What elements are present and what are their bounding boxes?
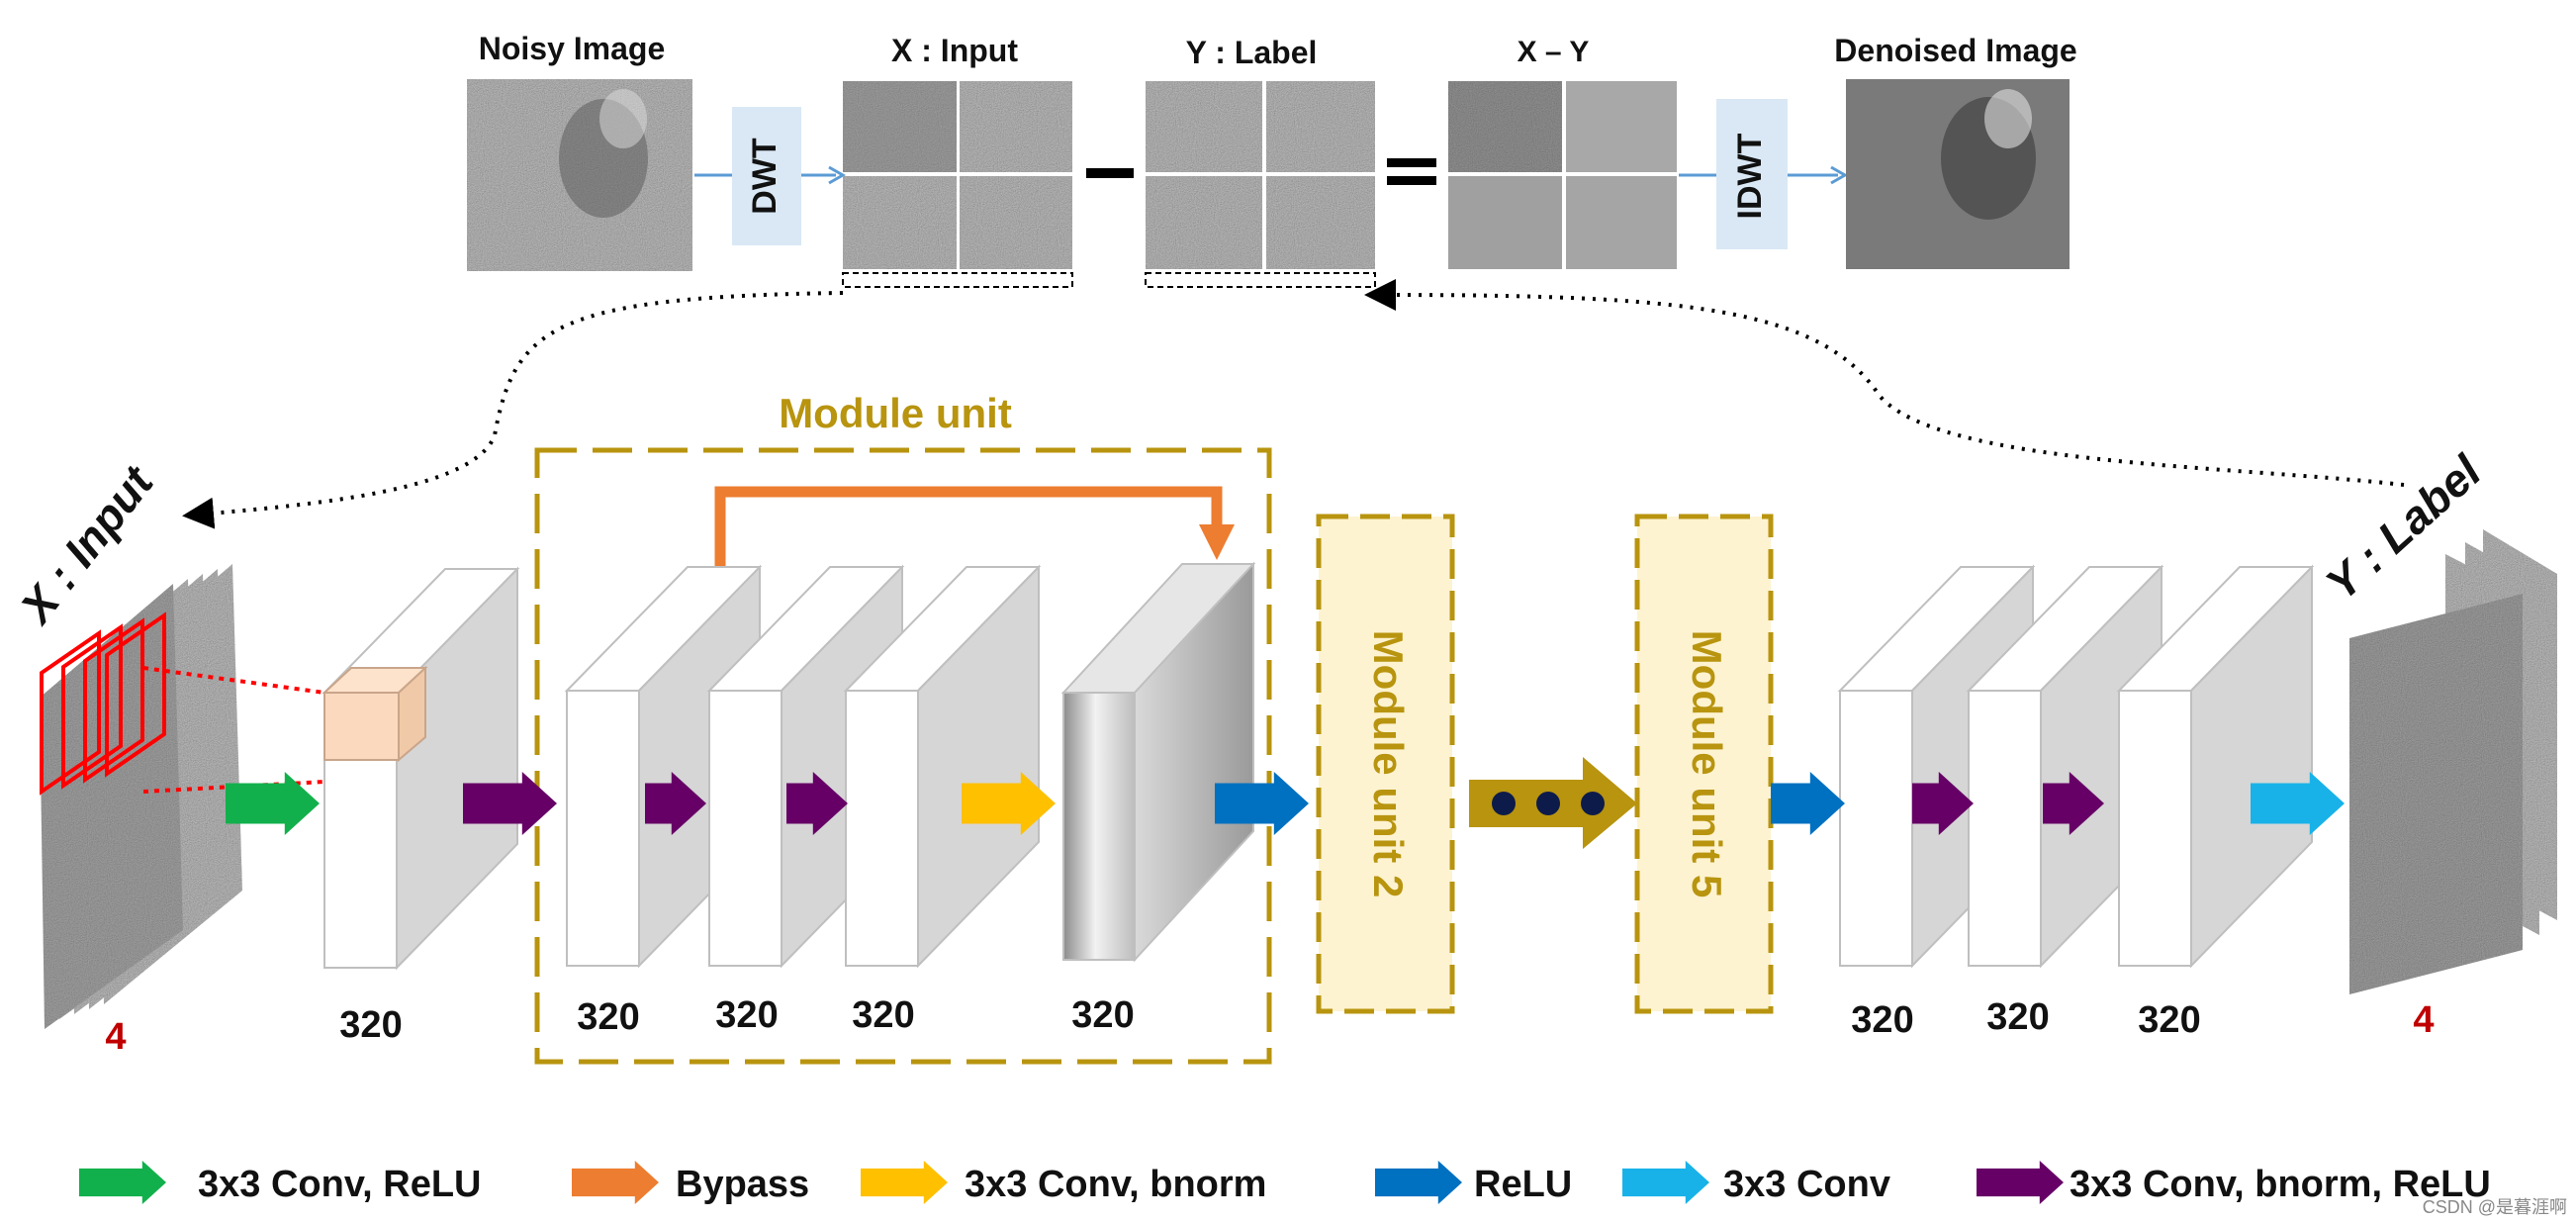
module-unit-2-label: Module unit 2 [1365, 630, 1412, 898]
flow-arrow [786, 772, 848, 835]
equals-sign [1387, 158, 1436, 185]
width-label: 320 [2138, 999, 2200, 1041]
block-front-face [708, 690, 782, 967]
layer-blocks [322, 561, 2315, 971]
legend-item: Bypass [572, 1161, 809, 1205]
width-label: 320 [852, 994, 914, 1036]
block-front-face [2118, 690, 2192, 967]
flow-arrow [1912, 772, 1974, 835]
legend-label: 3x3 Conv, bnorm, ReLU [2070, 1164, 2491, 1205]
legend-arrow [572, 1161, 659, 1204]
legend-arrow [1622, 1161, 1709, 1204]
y-label-title: Y : Label [1186, 35, 1318, 70]
module-unit-frame [534, 447, 1272, 1065]
width-labels: 320 320 320 320 320 320 320 320 [339, 994, 2200, 1046]
legend-arrow [861, 1161, 948, 1204]
legend: 3x3 Conv, ReLU Bypass 3x3 Conv, bnorm ReLU 3… [79, 1161, 2491, 1205]
block-front-face [845, 690, 919, 967]
width-label: 320 [339, 1004, 402, 1046]
width-label: 320 [1851, 999, 1913, 1041]
idwt-label: IDWT [1731, 133, 1769, 219]
receptive-field-cube [322, 665, 428, 763]
flow-arrow [1771, 772, 1845, 835]
watermark: CSDN @是暮涯啊 [2423, 1197, 2567, 1217]
module-unit-5-label: Module unit 5 [1684, 630, 1730, 898]
block-front-face [1839, 690, 1913, 967]
conv-block-1 [322, 566, 520, 971]
width-label: 320 [1986, 996, 2049, 1038]
x-minus-y-title: X – Y [1518, 36, 1590, 68]
legend-label: 3x3 Conv, ReLU [198, 1164, 481, 1205]
dwt-box [732, 107, 801, 245]
bypass-arrow [714, 486, 1235, 572]
receptive-field-boxes [40, 612, 166, 796]
input-stack [40, 564, 325, 1029]
block-front-face [566, 690, 640, 967]
repeat-ellipsis-arrow [1469, 757, 1637, 849]
width-label: 320 [1071, 994, 1134, 1036]
y-label-bracket [1145, 272, 1376, 288]
input-connector-curve [182, 291, 844, 529]
flow-arrow [1215, 772, 1309, 835]
legend-item: 3x3 Conv [1622, 1161, 1890, 1205]
flow-arrow [463, 772, 557, 835]
x-minus-y-subbands [1448, 81, 1677, 269]
x-input-bracket [842, 272, 1073, 288]
flow-arrow [226, 772, 320, 835]
bnorm-block [1060, 561, 1256, 963]
module-unit-2-box [1316, 514, 1455, 1014]
x-input-title: X : Input [891, 33, 1018, 68]
block-front-face [1968, 690, 2042, 967]
label-connector-curve [1364, 279, 2405, 487]
module-unit-5-box [1634, 514, 1774, 1014]
module-unit-title: Module unit [779, 390, 1012, 436]
output-channels: 4 [2413, 999, 2434, 1041]
input-channels: 4 [105, 1016, 126, 1058]
width-label: 320 [577, 996, 639, 1038]
block-front-face [1062, 692, 1136, 961]
top-pipeline: Noisy Image DWT X : Input Y : Label [467, 31, 2077, 288]
network-input-label: X : Input [8, 455, 163, 634]
legend-item: 3x3 Conv, ReLU [79, 1161, 481, 1205]
legend-label: ReLU [1474, 1164, 1572, 1205]
flow-arrow [962, 772, 1056, 835]
legend-item: 3x3 Conv, bnorm, ReLU [1977, 1161, 2491, 1205]
legend-label: Bypass [676, 1164, 809, 1205]
legend-label: 3x3 Conv, bnorm [965, 1164, 1266, 1205]
output-stack [2349, 529, 2557, 994]
legend-label: 3x3 Conv [1723, 1164, 1890, 1205]
legend-arrow [1977, 1161, 2064, 1204]
width-label: 320 [715, 994, 778, 1036]
tail-block-3 [2116, 564, 2315, 969]
flow-arrow [645, 772, 706, 835]
idwt-box [1716, 99, 1788, 249]
module-block-3 [843, 564, 1042, 969]
legend-item: 3x3 Conv, bnorm [861, 1161, 1266, 1205]
flow-arrow [2043, 772, 2104, 835]
y-label-subbands [1146, 81, 1375, 269]
dwt-label: DWT [746, 138, 783, 215]
legend-arrow [1375, 1161, 1462, 1204]
flow-arrow [2251, 772, 2345, 835]
denoised-image-title: Denoised Image [1834, 33, 2076, 68]
noisy-image-title: Noisy Image [479, 31, 666, 66]
minus-sign [1086, 168, 1134, 178]
flow-arrows [226, 772, 2345, 835]
legend-arrow [79, 1161, 166, 1204]
x-input-subbands [843, 81, 1072, 269]
legend-item: ReLU [1375, 1161, 1572, 1205]
